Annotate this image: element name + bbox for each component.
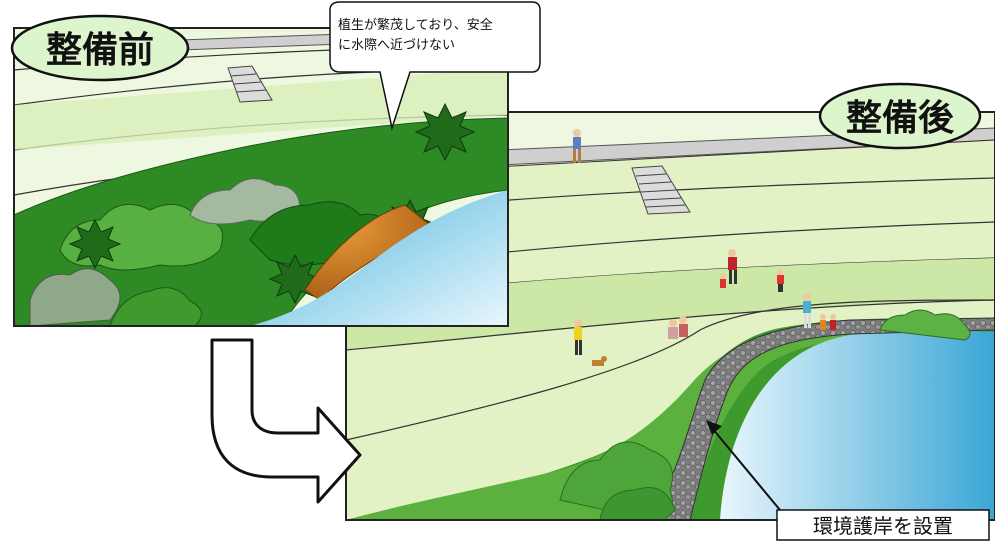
person-yellow <box>574 319 582 355</box>
bushes-after <box>559 309 971 521</box>
after-badge-text: 整備後 <box>846 98 955 139</box>
before-panel <box>13 27 509 327</box>
callout-line-1: 植生が繁茂しており、安全 <box>338 17 493 33</box>
before-badge: 整備前 <box>10 14 190 82</box>
callout-bubble: 植生が繁茂しており、安全 に水際へ近づけない <box>329 1 541 131</box>
revetment-pointer <box>706 420 781 511</box>
children-pair <box>820 314 836 330</box>
down-right-arrow-icon <box>210 338 362 504</box>
stairs-before <box>227 65 273 103</box>
revetment-label-box: 環境護岸を設置 <box>776 509 990 541</box>
callout-line-2: に水際へ近づけない <box>338 38 455 53</box>
after-badge: 整備後 <box>818 82 982 150</box>
person-walking-top <box>573 129 581 163</box>
child-2 <box>777 269 784 292</box>
child-1 <box>720 273 726 288</box>
before-badge-text: 整備前 <box>46 30 154 71</box>
revetment-label: 環境護岸を設置 <box>813 514 953 538</box>
people-after <box>573 129 836 366</box>
person-red <box>728 249 737 284</box>
person-blue <box>803 293 811 328</box>
seated-couple <box>668 316 688 339</box>
dog <box>592 356 607 366</box>
stairs-after <box>631 165 691 215</box>
